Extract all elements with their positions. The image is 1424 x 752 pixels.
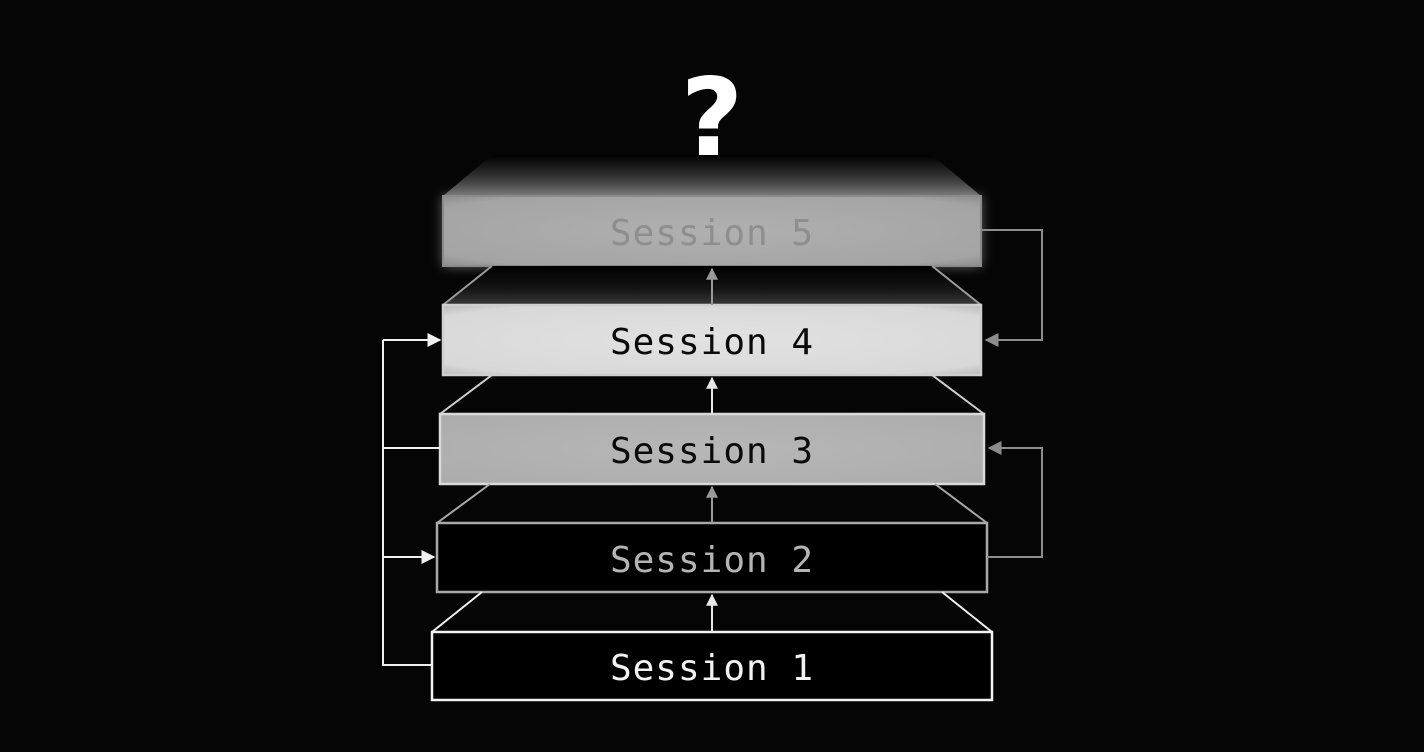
session-2-label: Session 2: [610, 540, 814, 581]
session-4-edge-left: [442, 265, 493, 306]
session-4-layer: Session 4: [441, 265, 983, 377]
session-4-label: Session 4: [610, 322, 814, 363]
session-5-label: Session 5: [610, 213, 814, 254]
session-4-box[interactable]: [441, 303, 983, 377]
session-3-box[interactable]: [438, 412, 986, 486]
session-1-layer: Session 1: [430, 591, 994, 702]
session-2-edge-left: [436, 483, 491, 524]
right-connector: [981, 229, 1043, 558]
session-1-edge-right: [941, 591, 993, 633]
left-connector-trunk: [382, 340, 432, 666]
session-2-layer: Session 2: [435, 483, 989, 594]
arrow-session-5-to-session-4: [981, 229, 1043, 347]
session-2-edge-right: [934, 483, 988, 524]
session-5-layer: Session 5: [442, 155, 982, 267]
session-3-edge-left: [439, 374, 493, 415]
session-4-edge-right: [931, 265, 982, 306]
left-connector: [382, 333, 442, 666]
session-3-label: Session 3: [610, 431, 814, 472]
session-5-top-face: [443, 155, 981, 196]
session-1-edge-left: [431, 591, 483, 633]
session-1-label: Session 1: [610, 648, 814, 689]
session-3-edge-right: [931, 374, 985, 415]
session-3-layer: Session 3: [438, 374, 986, 486]
arrow-session-2-to-session-3: [987, 441, 1043, 558]
